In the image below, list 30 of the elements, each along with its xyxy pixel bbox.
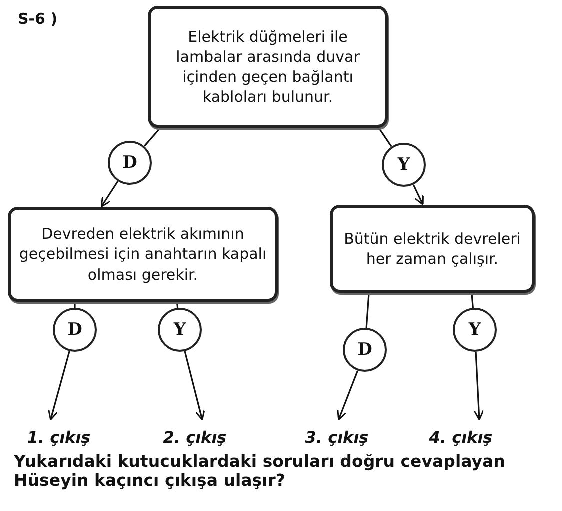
arrow [48,351,70,421]
answer-circle [53,308,97,352]
exit-label: 3. çıkış [292,426,382,448]
answer-letter: Y [468,320,482,340]
arrow [412,184,424,206]
arrow [474,352,484,421]
answer-letter: Y [174,320,186,340]
exit-label: 1. çıkış [14,426,104,448]
exit-label: 2. çıkış [150,426,240,448]
answer-letter: D [122,153,138,173]
question-text: Elektrik düğmeleri ile lambalar arasında duvar içinden geçen bağlantı kabloları bulunur. [175,26,361,108]
arrow [184,351,206,421]
answer-circle [158,308,202,352]
exit-label: 4. çıkış [416,426,506,448]
answer-circle [453,308,497,352]
question-box [148,6,388,128]
answer-circle [382,143,426,187]
question-number: S-6 ) [18,10,59,28]
answer-letter: D [358,340,372,360]
arrow [100,181,119,208]
answer-circle [108,141,152,185]
question-box [330,205,535,293]
question-text: Yukarıdaki kutucuklardaki soruları doğru cevaplayan Hüseyin kaçıncı çıkışa ulaşır? [14,452,506,490]
question-text: Bütün elektrik devreleri her zaman çalışır. [343,228,522,270]
answer-circle [343,328,387,372]
question-box [8,207,278,302]
answer-letter: Y [398,155,410,175]
arrow [337,370,359,421]
question-text: Devreden elektrik akımının geçebilmesi için anahtarın kapalı olması gerekir. [19,224,267,285]
answer-letter: D [68,320,82,340]
